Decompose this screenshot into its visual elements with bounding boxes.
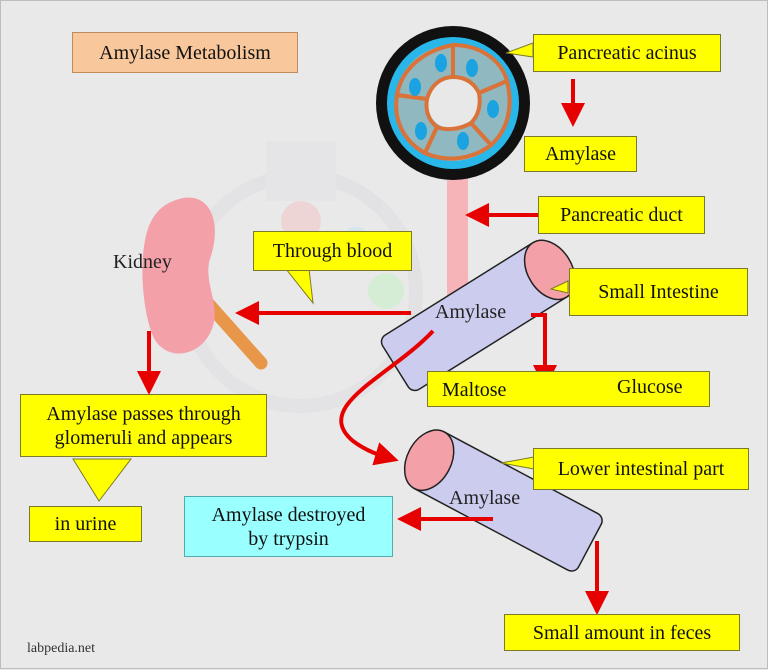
label-small-intestine: Small Intestine (569, 268, 748, 316)
label-amylase-mid: Amylase (435, 301, 507, 323)
label-kidney: Kidney (113, 251, 172, 273)
arrow-to-lower-intestine (339, 329, 435, 466)
arrow-amylase-to-maltose (531, 313, 557, 389)
callout-pointer-glomeruli (72, 458, 133, 502)
callout-pointer-blood (284, 268, 314, 305)
credit-text: labpedia.net (27, 641, 96, 656)
label-amylase-lower: Amylase (449, 487, 521, 509)
lower-intestine-icon (403, 429, 603, 572)
label-lower-intestinal: Lower intestinal part (533, 448, 749, 490)
callout-pointer-intestine (549, 280, 569, 294)
diagram-title: Amylase Metabolism (72, 32, 298, 73)
label-feces: Small amount in feces (504, 614, 740, 651)
label-in-urine: in urine (29, 506, 142, 542)
label-through-blood: Through blood (253, 231, 412, 271)
label-maltose-glucose: Maltose Glucose (427, 371, 710, 407)
pancreatic-acinus-icon (376, 26, 530, 180)
label-amylase-destroyed: Amylase destroyed by trypsin (184, 496, 393, 557)
label-maltose: Maltose (442, 379, 507, 401)
kidney-icon (142, 197, 268, 370)
label-amylase-top: Amylase (524, 136, 637, 172)
label-pancreatic-acinus: Pancreatic acinus (533, 34, 721, 72)
label-glomeruli: Amylase passes through glomeruli and app… (20, 394, 267, 457)
label-glucose: Glucose (617, 376, 683, 398)
label-pancreatic-duct: Pancreatic duct (538, 196, 705, 234)
pancreatic-duct (447, 171, 468, 296)
